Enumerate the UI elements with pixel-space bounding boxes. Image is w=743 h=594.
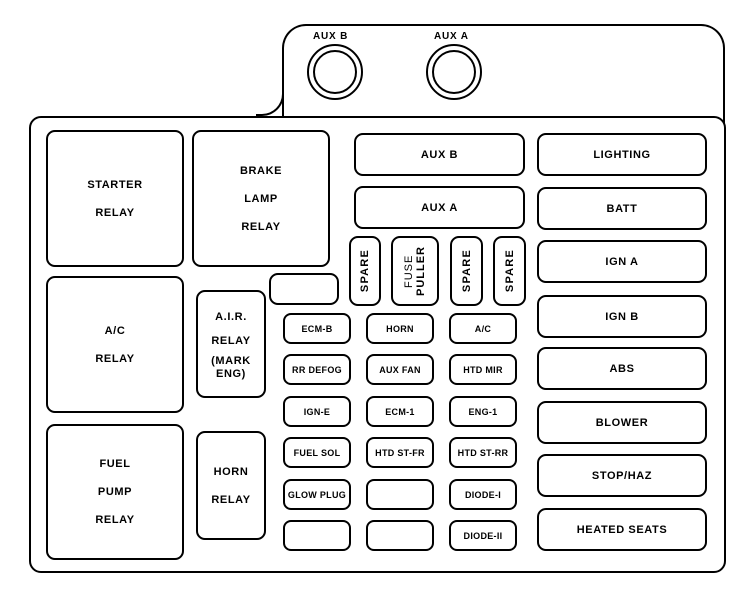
fuse-puller-label: FUSE PULLER [403,246,427,296]
fuse-aux-a[interactable]: AUX A [354,186,525,229]
ac-relay[interactable]: A/C RELAY [46,276,184,413]
fuel-pump-relay-label-3: RELAY [95,514,135,526]
mini-fuse-label: HTD ST-FR [375,447,425,458]
spare-slot-1[interactable]: SPARE [349,236,381,306]
mini-fuse-label: ECM-1 [385,406,415,417]
mini-fuse-label: ECM-B [301,323,333,334]
mini-fuse-htd-mir[interactable]: HTD MIR [449,354,517,385]
air-relay-label-4: ENG) [216,368,246,380]
air-relay[interactable]: A.I.R. RELAY (MARK ENG) [196,290,266,398]
fuse-heated-seats[interactable]: HEATED SEATS [537,508,707,551]
mini-fuse-label: DIODE-II [463,530,503,541]
spare-slot-2-label: SPARE [460,249,473,293]
mini-fuse-horn[interactable]: HORN [366,313,434,344]
empty-slot[interactable] [269,273,339,305]
horn-relay-label-1: HORN [213,465,249,478]
fuse-aux-b[interactable]: AUX B [354,133,525,176]
spare-slot-2[interactable]: SPARE [450,236,483,306]
mini-fuse-empty[interactable] [366,479,434,510]
fuse-batt[interactable]: BATT [537,187,707,230]
fuel-pump-relay[interactable]: FUEL PUMP RELAY [46,424,184,560]
tab-left-curve [256,90,284,116]
fuse-ign-a[interactable]: IGN A [537,240,707,283]
mini-fuse-label: HTD ST-RR [457,447,509,458]
fuse-stop-haz[interactable]: STOP/HAZ [537,454,707,497]
fuse-label: HEATED SEATS [576,523,668,536]
air-relay-label-3: (MARK [211,355,251,367]
starter-relay[interactable]: STARTER RELAY [46,130,184,267]
air-relay-label-2: RELAY [211,335,251,347]
fuse-label: IGN B [605,310,639,323]
mini-fuse-label: ENG-1 [468,406,498,417]
fuse-blower[interactable]: BLOWER [537,401,707,444]
mini-fuse-label: RR DEFOG [292,364,342,375]
spare-slot-1-label: SPARE [359,249,371,293]
air-relay-label-1: A.I.R. [215,311,247,323]
fuse-puller-label-2: PULLER [415,246,427,296]
mini-fuse-label: AUX FAN [379,364,421,375]
mini-fuse-label: DIODE-I [464,489,502,500]
mini-fuse-empty[interactable] [366,520,434,551]
stud-aux-b [307,44,363,100]
fuse-label: ABS [609,362,635,375]
fuse-label: BATT [606,202,638,215]
ac-relay-label-1: A/C [104,324,126,337]
brake-lamp-relay-label-3: RELAY [241,220,281,233]
fuse-ign-b[interactable]: IGN B [537,295,707,338]
mini-fuse-label: HTD MIR [463,364,503,375]
mini-fuse-htd-st-fr[interactable]: HTD ST-FR [366,437,434,468]
stud-aux-a-inner [432,50,476,94]
horn-relay[interactable]: HORN RELAY [196,431,266,540]
ac-relay-label-2: RELAY [95,352,135,365]
fuse-puller[interactable]: FUSE PULLER [391,236,439,306]
fuse-label: STOP/HAZ [591,469,653,482]
mini-fuse-htd-st-rr[interactable]: HTD ST-RR [449,437,517,468]
mini-fuse-label: A/C [474,323,492,334]
stud-aux-a [426,44,482,100]
horn-relay-label-2: RELAY [211,493,251,506]
stud-label-aux-b: AUX B [313,31,349,42]
mini-fuse-label: HORN [386,323,414,334]
stud-label-aux-a: AUX A [434,31,469,42]
fuse-label: LIGHTING [593,148,651,161]
spare-slot-3-label: SPARE [503,249,516,293]
stud-aux-b-inner [313,50,357,94]
brake-lamp-relay-label-2: LAMP [244,192,278,205]
mini-fuse-fuel-sol[interactable]: FUEL SOL [283,437,351,468]
starter-relay-label-1: STARTER [87,178,143,191]
fuel-pump-relay-label-1: FUEL [99,458,131,470]
mini-fuse-diode-ii[interactable]: DIODE-II [449,520,517,551]
fuel-pump-relay-label-2: PUMP [97,486,133,498]
brake-lamp-relay-label-1: BRAKE [239,164,283,177]
fuse-lighting[interactable]: LIGHTING [537,133,707,176]
mini-fuse-diode-i[interactable]: DIODE-I [449,479,517,510]
fuse-label: BLOWER [595,416,649,429]
mini-fuse-empty[interactable] [283,520,351,551]
mini-fuse-ign-e[interactable]: IGN-E [283,396,351,427]
mini-fuse-label: GLOW PLUG [287,489,347,500]
fuse-abs[interactable]: ABS [537,347,707,390]
mini-fuse-ecm-b[interactable]: ECM-B [283,313,351,344]
mini-fuse-rr-defog[interactable]: RR DEFOG [283,354,351,385]
mini-fuse-label: IGN-E [303,406,331,417]
mini-fuse-label: FUEL SOL [293,447,341,458]
brake-lamp-relay[interactable]: BRAKE LAMP RELAY [192,130,330,267]
mini-fuse-aux-fan[interactable]: AUX FAN [366,354,434,385]
mini-fuse-eng-1[interactable]: ENG-1 [449,396,517,427]
fuse-aux-a-label: AUX A [421,201,458,214]
spare-slot-3[interactable]: SPARE [493,236,526,306]
fuse-puller-label-1: FUSE [403,254,415,288]
mini-fuse-a-c[interactable]: A/C [449,313,517,344]
starter-relay-label-2: RELAY [95,206,135,219]
mini-fuse-ecm-1[interactable]: ECM-1 [366,396,434,427]
mini-fuse-glow-plug[interactable]: GLOW PLUG [283,479,351,510]
fuse-aux-b-label: AUX B [420,148,459,161]
fuse-label: IGN A [605,255,639,268]
